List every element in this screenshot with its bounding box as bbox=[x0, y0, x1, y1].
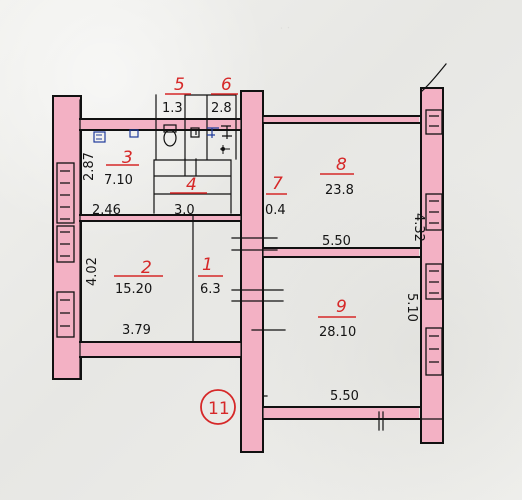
faint-background-text: · · bbox=[279, 21, 290, 35]
left-exterior-wall bbox=[52, 95, 82, 380]
right-exterior-wall bbox=[420, 87, 444, 444]
room-3-number: 3 bbox=[122, 148, 133, 168]
fixture-symbols bbox=[93, 124, 232, 154]
room-7-area: 0.4 bbox=[265, 203, 286, 218]
corridor-partitions bbox=[153, 158, 232, 343]
middle-right-partition-fill bbox=[263, 248, 419, 257]
lower-right-wall-fill bbox=[263, 407, 419, 419]
room-4-number: 4 bbox=[186, 175, 197, 195]
upper-right-wall-fill bbox=[263, 116, 419, 123]
upper-partition-fill bbox=[80, 119, 241, 130]
lower-wall-lines bbox=[79, 341, 420, 420]
middle-left-partition-fill bbox=[80, 215, 241, 221]
middle-wall-lines bbox=[79, 214, 420, 258]
lower-left-wall-fill bbox=[80, 342, 241, 357]
top-wall-lines bbox=[53, 95, 420, 131]
room-2-area: 15.20 bbox=[115, 282, 152, 297]
room-5-area: 1.3 bbox=[162, 101, 183, 116]
room-5-number: 5 bbox=[174, 75, 185, 95]
room-2-height-dimension: 4.02 bbox=[85, 257, 100, 286]
room-8-number: 8 bbox=[336, 155, 347, 175]
lower-corner-marks bbox=[263, 395, 444, 432]
apartment-number-circle bbox=[200, 389, 236, 425]
room-6-number: 6 bbox=[221, 75, 232, 95]
room-3-area: 7.10 bbox=[104, 173, 133, 188]
room-7-number: 7 bbox=[272, 174, 283, 194]
door-jamb-marks bbox=[378, 411, 384, 431]
room-8-area: 23.8 bbox=[325, 183, 354, 198]
room-2-number: 2 bbox=[141, 258, 152, 278]
room-3-width-dimension: 2.46 bbox=[92, 203, 121, 218]
room-3-height-dimension: 2.87 bbox=[82, 152, 97, 181]
room-1-number: 1 bbox=[202, 255, 213, 275]
small-room-partitions bbox=[155, 94, 237, 160]
top-right-break-line bbox=[421, 63, 447, 92]
left-windows bbox=[56, 162, 75, 338]
room-4-area: 3.0 bbox=[174, 203, 195, 218]
hallway-crosshatch-lines bbox=[231, 237, 286, 331]
room-8-width-dimension: 5.50 bbox=[322, 234, 351, 249]
room-6-area: 2.8 bbox=[211, 101, 232, 116]
room-8-height-dimension: 4.32 bbox=[411, 213, 426, 242]
right-windows bbox=[425, 109, 443, 376]
room-9-number: 9 bbox=[336, 297, 347, 317]
room-9-width-dimension: 5.50 bbox=[330, 389, 359, 404]
room-1-area: 6.3 bbox=[200, 282, 221, 297]
room-9-height-dimension: 5.10 bbox=[404, 293, 419, 322]
room-9-area: 28.10 bbox=[319, 325, 356, 340]
middle-bearing-wall bbox=[240, 90, 264, 453]
room-2-width-dimension: 3.79 bbox=[122, 323, 151, 338]
apartment-number: 11 bbox=[208, 399, 230, 419]
vertical-wall-edges bbox=[79, 87, 444, 453]
